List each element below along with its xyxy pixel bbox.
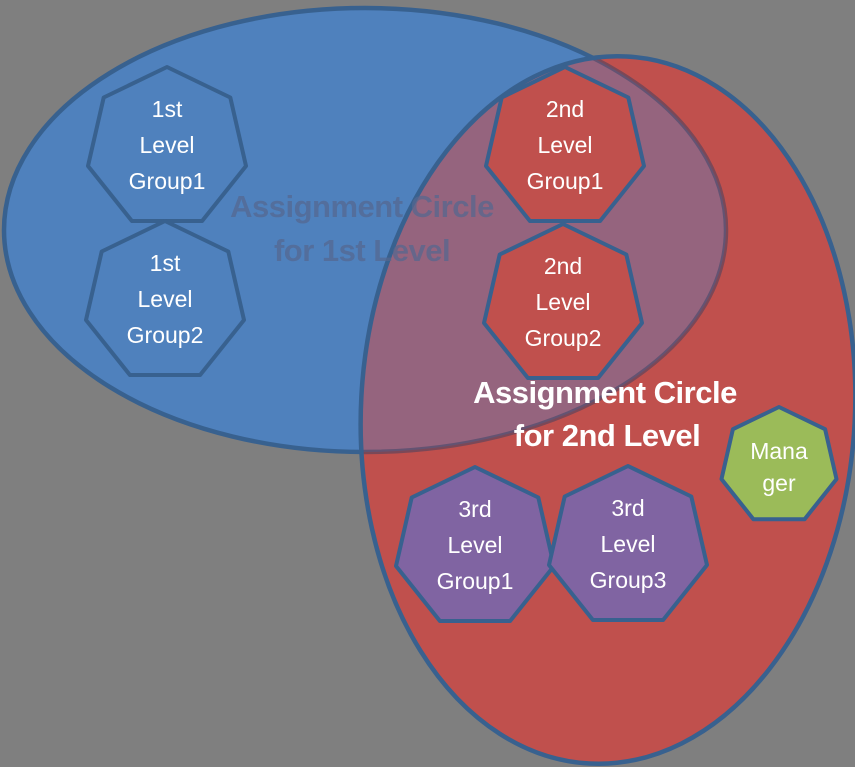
node-label-line: Group2 (127, 322, 204, 348)
node-label-line: 1st (150, 250, 181, 276)
heptagon-shape (547, 464, 709, 622)
heptagon-2nd-level-group2: 2nd Level Group2 (482, 222, 644, 380)
node-label-line: Level (448, 532, 503, 558)
heptagon-shape (394, 465, 556, 623)
heptagon-manager: Mana ger (719, 405, 839, 522)
heptagon-shape (84, 219, 246, 377)
node-label-line: Level (538, 132, 593, 158)
circle-1st-level-title-line1: Assignment Circle (230, 189, 494, 224)
node-label-line: Level (536, 289, 591, 315)
circle-2nd-level-title-line1: Assignment Circle (473, 375, 737, 410)
node-label-line: Level (601, 531, 656, 557)
circle-1st-level-title-line2: for 1st Level (274, 233, 450, 268)
heptagon-shape (719, 405, 839, 522)
node-label-line: Level (138, 286, 193, 312)
heptagon-1st-level-group2: 1st Level Group2 (84, 219, 246, 377)
node-label-line: Group2 (525, 325, 602, 351)
node-label-line: 3rd (458, 496, 491, 522)
node-label-line: Group1 (527, 168, 604, 194)
heptagon-shape (482, 222, 644, 380)
node-label-line: 2nd (544, 253, 582, 279)
heptagon-3rd-level-group3: 3rd Level Group3 (547, 464, 709, 622)
heptagon-3rd-level-group1: 3rd Level Group1 (394, 465, 556, 623)
node-label-line: 1st (152, 96, 183, 122)
heptagon-shape (484, 65, 646, 223)
node-label-line: Group1 (129, 168, 206, 194)
node-label-line: ger (762, 470, 796, 496)
node-label-line: Mana (750, 438, 808, 464)
circle-2nd-level-title-line2: for 2nd Level (514, 418, 700, 453)
node-label-line: Level (140, 132, 195, 158)
node-label-line: 2nd (546, 96, 584, 122)
node-label-line: 3rd (611, 495, 644, 521)
heptagon-2nd-level-group1: 2nd Level Group1 (484, 65, 646, 223)
node-label-line: Group3 (590, 567, 667, 593)
node-label-line: Group1 (437, 568, 514, 594)
